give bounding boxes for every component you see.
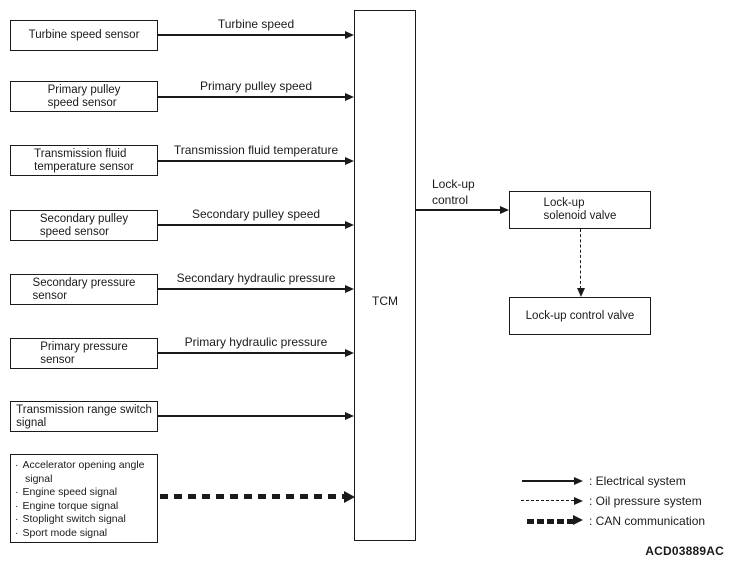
connector-line xyxy=(158,96,345,98)
sensor-label: Primary pressure xyxy=(40,340,128,353)
can-connector-line xyxy=(160,494,344,499)
figure-code: ACD03889AC xyxy=(645,544,724,558)
sensor-label: speed sensor xyxy=(47,96,117,109)
tcm-box: TCM xyxy=(354,10,416,541)
legend-dashed-line-icon xyxy=(521,500,574,501)
arrowhead-down-icon xyxy=(577,288,585,297)
connector-line xyxy=(158,160,345,162)
lockup-connector-line xyxy=(416,209,500,211)
tcm-label: TCM xyxy=(372,294,398,308)
sensor-label: Secondary pressure xyxy=(32,276,136,289)
sensor-box-range-switch: Transmission range switch signal xyxy=(10,401,158,432)
arrowhead-right-icon xyxy=(345,349,354,357)
arrowhead-right-icon xyxy=(345,93,354,101)
sensor-label: Transmission fluid xyxy=(34,147,127,160)
sensor-box-secondary-pressure: Secondary pressure sensor xyxy=(10,274,158,305)
sensor-label: sensor xyxy=(32,289,68,302)
can-arrowhead-right-icon xyxy=(344,491,355,503)
signal-label: Secondary hydraulic pressure xyxy=(176,271,336,285)
signal-label: Turbine speed xyxy=(217,17,295,31)
oil-pressure-connector-line xyxy=(580,229,581,289)
arrowhead-right-icon xyxy=(574,477,583,485)
arrowhead-right-icon xyxy=(574,497,583,505)
arrowhead-right-icon xyxy=(500,206,509,214)
can-input-item: Engine torque signal xyxy=(15,500,155,514)
lockup-control-label: Lock-up control xyxy=(432,177,475,207)
arrowhead-right-icon xyxy=(345,285,354,293)
lockup-control-valve-box: Lock-up control valve xyxy=(509,297,651,335)
sensor-label: Primary pulley xyxy=(47,83,121,96)
sensor-label: Transmission range switch xyxy=(16,403,152,416)
legend-solid-line-icon xyxy=(522,480,574,482)
sensor-label: sensor xyxy=(40,353,75,366)
connector-line xyxy=(158,34,345,36)
signal-label: Primary hydraulic pressure xyxy=(184,335,328,349)
signal-label: Transmission fluid temperature xyxy=(173,143,339,157)
arrowhead-right-icon xyxy=(345,221,354,229)
signal-label: Primary pulley speed xyxy=(199,79,313,93)
sensor-box-fluid-temperature: Transmission fluid temperature sensor xyxy=(10,145,158,176)
arrowhead-right-icon xyxy=(345,412,354,420)
connector-line xyxy=(158,415,345,417)
sensor-label: Turbine speed sensor xyxy=(28,29,140,41)
sensor-box-primary-pressure: Primary pressure sensor xyxy=(10,338,158,369)
sensor-label: temperature sensor xyxy=(34,160,134,173)
can-input-item: Accelerator opening angle signal xyxy=(15,459,155,486)
can-arrowhead-right-icon xyxy=(573,515,583,525)
signal-label: Secondary pulley speed xyxy=(191,207,321,221)
connector-line xyxy=(158,224,345,226)
sensor-box-turbine-speed: Turbine speed sensor xyxy=(10,20,158,51)
can-input-item: Stoplight switch signal xyxy=(15,513,155,527)
sensor-box-primary-pulley-speed: Primary pulley speed sensor xyxy=(10,81,158,112)
lockup-solenoid-valve-box: Lock-up solenoid valve xyxy=(509,191,651,229)
legend-label-can: : CAN communication xyxy=(589,514,706,528)
connector-line xyxy=(158,352,345,354)
connector-line xyxy=(158,288,345,290)
legend-label-oil-pressure: : Oil pressure system xyxy=(589,494,702,508)
sensor-label: Secondary pulley xyxy=(39,212,129,225)
legend-bold-dashed-line-icon xyxy=(527,519,573,524)
arrowhead-right-icon xyxy=(345,157,354,165)
can-input-box: Accelerator opening angle signal Engine … xyxy=(10,454,158,543)
sensor-label: signal xyxy=(16,416,47,429)
sensor-label: speed sensor xyxy=(39,225,109,238)
legend-label-electrical: : Electrical system xyxy=(589,474,686,488)
arrowhead-right-icon xyxy=(345,31,354,39)
can-input-item: Sport mode signal xyxy=(15,527,155,541)
sensor-box-secondary-pulley-speed: Secondary pulley speed sensor xyxy=(10,210,158,241)
can-input-item: Engine speed signal xyxy=(15,486,155,500)
